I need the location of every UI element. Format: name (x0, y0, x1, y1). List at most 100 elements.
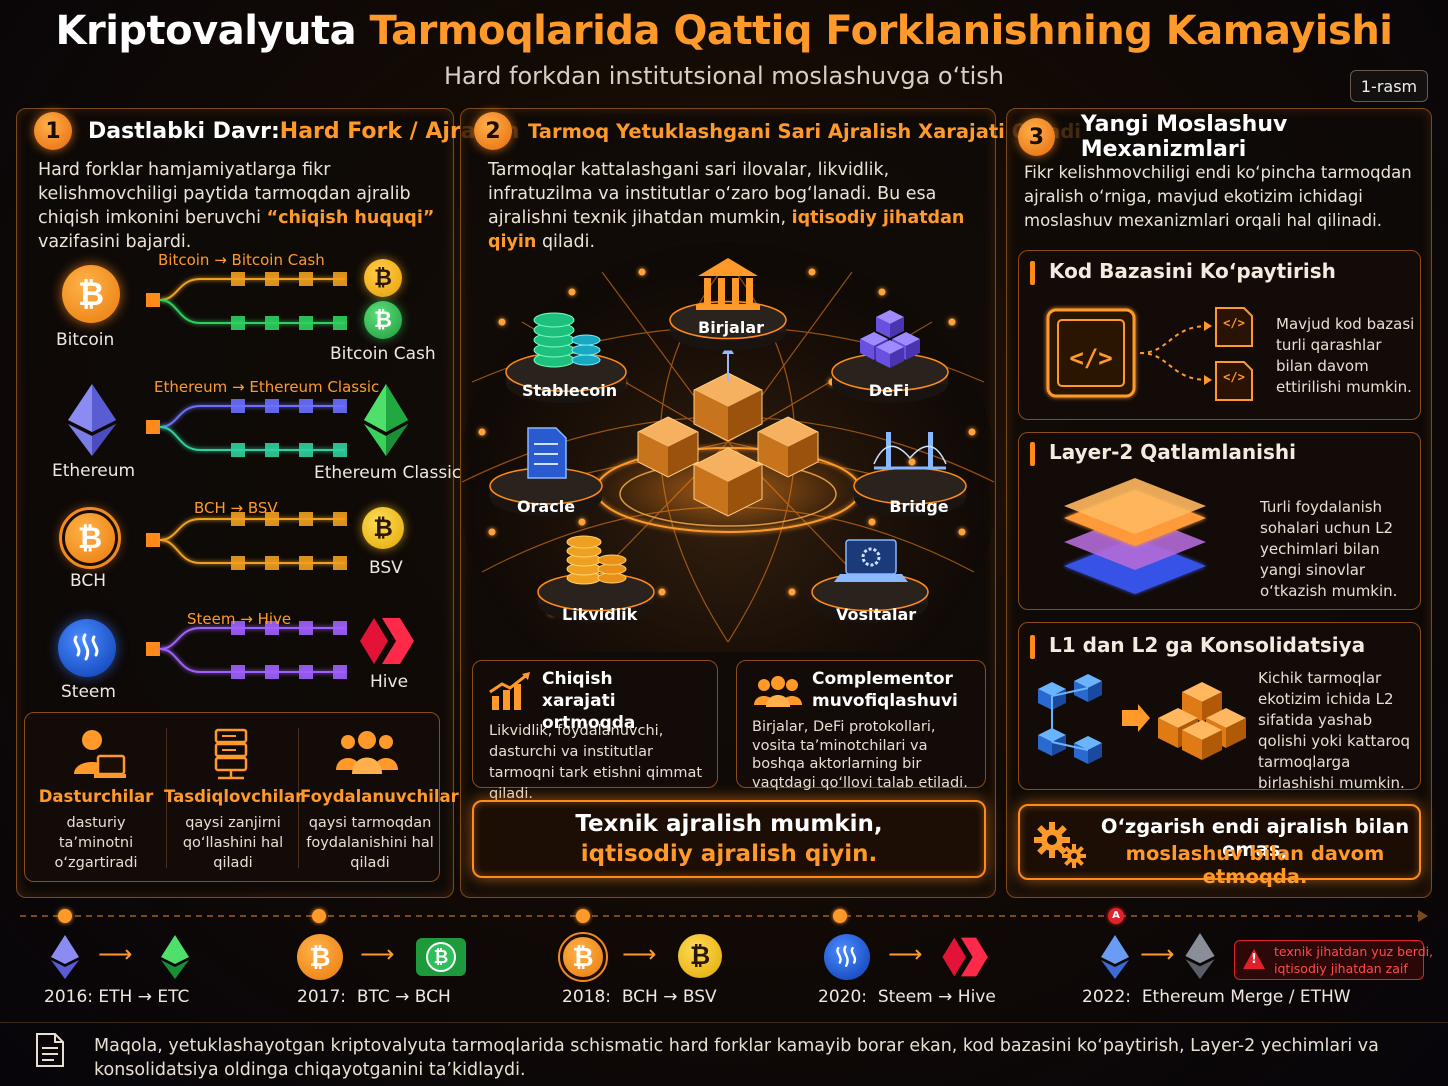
fork-source-label: Steem (61, 682, 116, 702)
panel2-number: 2 (474, 112, 512, 150)
code-fork-icon (1046, 307, 1253, 401)
codebase-card-text: Mavjud kod bazasi turli qarashlar bilan … (1276, 315, 1415, 396)
timeline-event: 2017: BTC → BCH (297, 987, 451, 1007)
actor-title: Foydalanuvchilar (300, 787, 459, 806)
bitcoin-cash-icon: ₿ (416, 938, 466, 976)
timeline-event: 2022: Ethereum Merge / ETHW (1082, 987, 1351, 1007)
code-symbol-small: </> (1223, 316, 1245, 330)
exit-callout-line1: Texnik ajralish mumkin, (575, 811, 883, 837)
fork-target-label: Bitcoin Cash (330, 344, 436, 364)
timeline-event: 2018: BCH → BSV (562, 987, 717, 1007)
hive-icon (360, 618, 414, 664)
actor-desc: qaysi tarmoqdan foydalanishini hal qilad… (306, 815, 434, 871)
node-label-defi: DeFi (868, 381, 910, 400)
fork-chain (146, 512, 347, 570)
fork-label: Bitcoin → Bitcoin Cash (158, 251, 325, 269)
bitcoin-cash-inner-coin: ₿ (426, 942, 456, 972)
group-icon (754, 676, 802, 707)
consolidation-card-title: L1 dan L2 ga Konsolidatsiya (1030, 633, 1365, 659)
figure-tag: 1-rasm (1350, 70, 1428, 102)
actor-title: Dasturchilar (38, 787, 154, 806)
node-label-liquidity: Likvidlik (562, 605, 638, 624)
fork-source-label: BCH (70, 571, 107, 591)
fork-target-label: Hive (370, 672, 409, 692)
node-label-stablecoin: Stablecoin (522, 381, 618, 400)
ethereum-icon (1101, 935, 1129, 979)
exit-cost-title: Chiqish xarajati ortmoqda (542, 669, 636, 733)
fork-target-label: BSV (369, 558, 403, 578)
timeline-axis (20, 908, 1428, 924)
node-label-bridge: Bridge (889, 497, 949, 516)
panel2-header: 2 Tarmoq Yetuklashgani Sari Ajralish Xar… (474, 112, 1081, 150)
layer2-card-text: Turli foydalanish sohalari uchun L2 yech… (1260, 498, 1398, 600)
panel1-title-white: Dastlabki Davr: (88, 118, 280, 144)
steem-waves-icon (73, 633, 99, 661)
server-icon (214, 728, 248, 780)
panel3-text: Fikr kelishmovchiligi endi ko‘pincha tar… (1024, 163, 1412, 230)
complementor-title: Complementor muvofiqlashuvi (812, 669, 958, 711)
timeline-arrow: ⟶ (360, 940, 395, 968)
developer-icon (74, 730, 126, 778)
weak-fork-warning (1234, 940, 1424, 980)
complementor-text: Birjalar, DeFi protokollari, vosita ta’m… (752, 719, 968, 791)
steem-coin-icon (58, 619, 116, 677)
timeline-arrow: ⟶ (888, 940, 923, 968)
fork-chain (146, 399, 347, 457)
fork-source-label: Bitcoin (56, 330, 115, 350)
exit-callout-line2: iqtisodiy ajralish qiyin. (580, 841, 878, 867)
page-subtitle: Hard forkdan institutsional moslashuvga … (443, 62, 1005, 90)
adaptation-callout-line1: O‘zgarish endi ajralish bilan emas, (1100, 815, 1410, 861)
warning-line1: texnik jihatdan yuz berdi, (1274, 944, 1434, 959)
ethereum-icon (51, 935, 79, 979)
exit-cost-text: Likvidlik, foydalanuvchi, dasturchi va i… (489, 723, 703, 802)
layers-icon (1064, 478, 1206, 594)
panel1-number: 1 (34, 112, 72, 150)
ethereum-icon (68, 384, 116, 456)
bch-coin-icon: ₿ (59, 507, 121, 569)
code-symbol-small: </> (1223, 370, 1245, 384)
fork-label: Steem → Hive (187, 610, 292, 628)
codebase-card-title: Kod Bazasini Ko‘paytirish (1030, 259, 1336, 285)
actor-title: Tasdiqlovchilar (164, 787, 304, 806)
warning-line2: iqtisodiy jihatdan zaif (1274, 961, 1408, 976)
bsv-coin-icon: ₿ (362, 507, 404, 549)
warning-icon (1243, 949, 1265, 969)
bitcoin-coin-icon: ₿ (364, 259, 402, 297)
fork-target-label: Ethereum Classic (314, 463, 462, 483)
panel3-header: 3 Yangi Moslashuv Mexanizmlari (1018, 112, 1448, 162)
panel3-number: 3 (1018, 118, 1055, 156)
fork-source-label: Ethereum (52, 461, 136, 481)
footer-caption: Maqola, yetuklashayotgan kriptovalyuta t… (94, 1036, 1379, 1080)
exit-cost-box (472, 660, 718, 788)
bitcoin-cash-coin-icon: ₿ (364, 301, 402, 339)
rising-chart-icon (489, 672, 530, 710)
timeline-arrow: ⟶ (622, 940, 657, 968)
bitcoin-coin-icon: ₿ (62, 265, 120, 323)
layer2-card-title: Layer-2 Qatlamlanishi (1030, 440, 1296, 466)
ethereum-classic-icon (364, 384, 408, 456)
timeline-event: 2016: ETH → ETC (44, 987, 190, 1007)
fork-label: BCH → BSV (194, 499, 278, 517)
fork-chains (146, 272, 347, 679)
node-label-oracle: Oracle (516, 497, 576, 516)
footer-divider (0, 1022, 1448, 1023)
consolidation-icon (1038, 674, 1246, 764)
panel2-title: Tarmoq Yetuklashgani Sari Ajralish Xaraj… (528, 119, 1081, 143)
users-icon (336, 731, 398, 774)
adaptation-callout (1018, 804, 1421, 880)
panel3-title: Yangi Moslashuv Mexanizmlari (1080, 112, 1288, 162)
timeline-arrow: ⟶ (98, 940, 133, 968)
ethereum-classic-icon (161, 935, 189, 979)
bitcoin-coin-icon: ₿ (297, 934, 343, 980)
page-title: Kriptovalyuta Tarmoqlarida Qattiq Forkla… (55, 8, 1393, 54)
consolidation-card-text: Kichik tarmoqlar ekotizim ichida L2 sifa… (1258, 669, 1411, 792)
bch-coin-icon: ₿ (558, 932, 608, 982)
node-label-exchanges: Birjalar (698, 318, 765, 337)
panel1-text: Hard forklar hamjamiyatlarga fikr kelish… (38, 160, 435, 252)
code-symbol-large: </> (1069, 344, 1113, 372)
bsv-coin-icon: ₿ (678, 934, 722, 978)
steem-coin-icon (824, 934, 870, 980)
timeline-event: 2020: Steem → Hive (818, 987, 996, 1007)
adaptation-callout-line2: moslashuv bilan davom etmoqda. (1125, 842, 1385, 888)
network-diagram (462, 242, 994, 652)
